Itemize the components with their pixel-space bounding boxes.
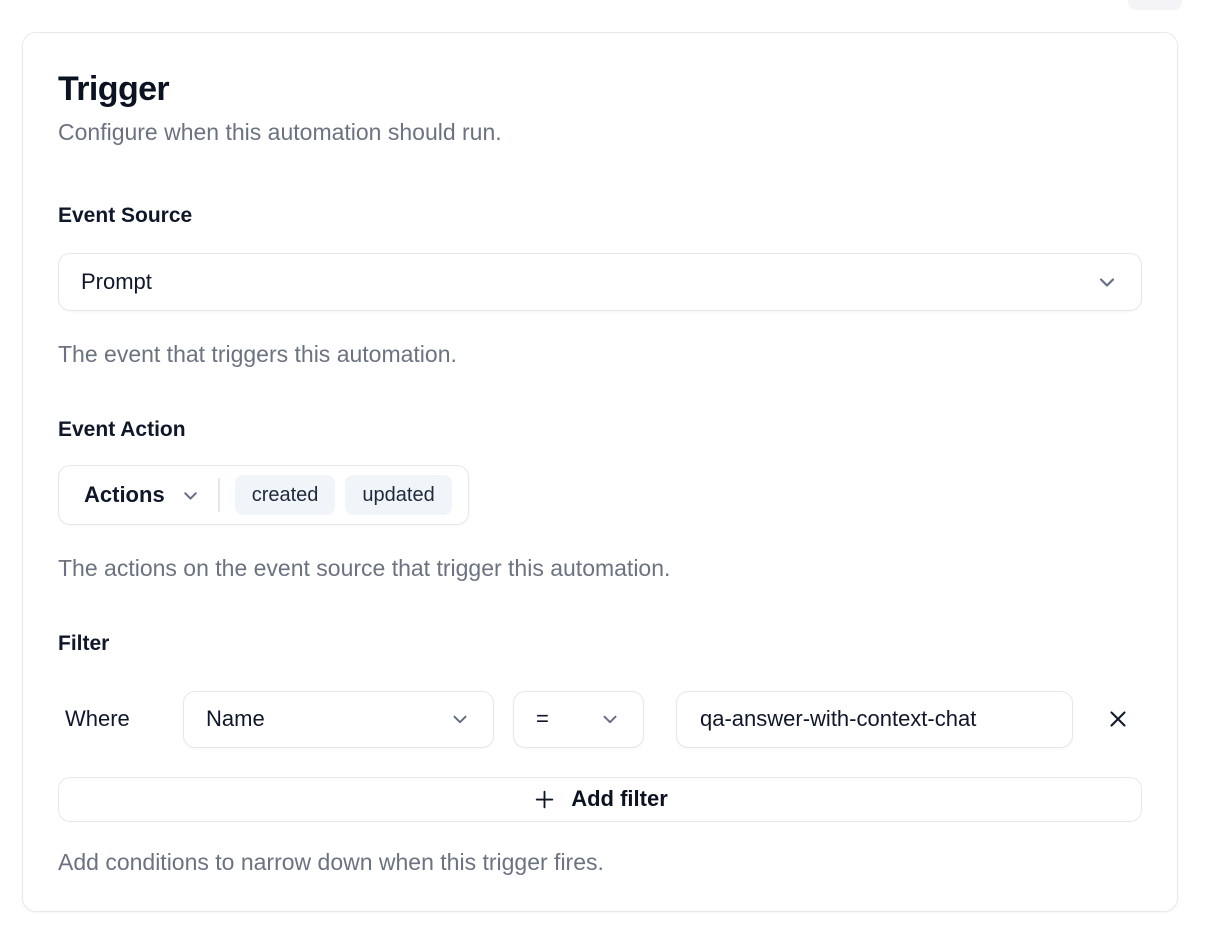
filter-field-select[interactable]: Name	[183, 690, 494, 748]
chevron-down-icon	[183, 492, 197, 500]
plus-icon	[535, 790, 554, 809]
event-action-control: Actions created updated	[58, 465, 469, 526]
page-subtitle: Configure when this automation should ru…	[58, 118, 502, 145]
action-tag-created[interactable]: created	[234, 475, 336, 516]
partial-offscreen-element	[1128, 0, 1182, 10]
filter-where-label: Where	[65, 706, 130, 732]
add-filter-label: Add filter	[571, 786, 668, 812]
filter-helper: Add conditions to narrow down when this …	[58, 848, 604, 875]
chevron-down-icon	[603, 716, 617, 724]
filter-row: Where Name =	[58, 690, 1142, 748]
event-action-helper: The actions on the event source that tri…	[58, 555, 671, 582]
chevron-down-icon	[1099, 278, 1115, 287]
actions-dropdown-label: Actions	[84, 482, 165, 508]
event-source-select[interactable]: Prompt	[58, 253, 1142, 312]
vertical-divider	[217, 478, 220, 513]
filter-operator-value: =	[536, 706, 549, 732]
event-source-helper: The event that triggers this automation.	[58, 341, 457, 368]
add-filter-button[interactable]: Add filter	[58, 776, 1142, 822]
trigger-card: Trigger Configure when this automation s…	[22, 32, 1178, 912]
filter-label: Filter	[58, 631, 110, 655]
event-source-label: Event Source	[58, 203, 193, 227]
remove-filter-button[interactable]	[1094, 695, 1142, 743]
event-action-label: Event Action	[58, 418, 186, 442]
page-title: Trigger	[58, 70, 170, 108]
action-tag-updated[interactable]: updated	[345, 475, 452, 516]
filter-value-input[interactable]	[676, 690, 1073, 748]
event-source-selected-value: Prompt	[81, 269, 152, 295]
close-icon	[1110, 711, 1126, 727]
chevron-down-icon	[453, 716, 467, 724]
filter-operator-select[interactable]: =	[513, 690, 644, 748]
filter-field-value: Name	[206, 706, 265, 732]
actions-dropdown-button[interactable]: Actions	[84, 482, 201, 508]
